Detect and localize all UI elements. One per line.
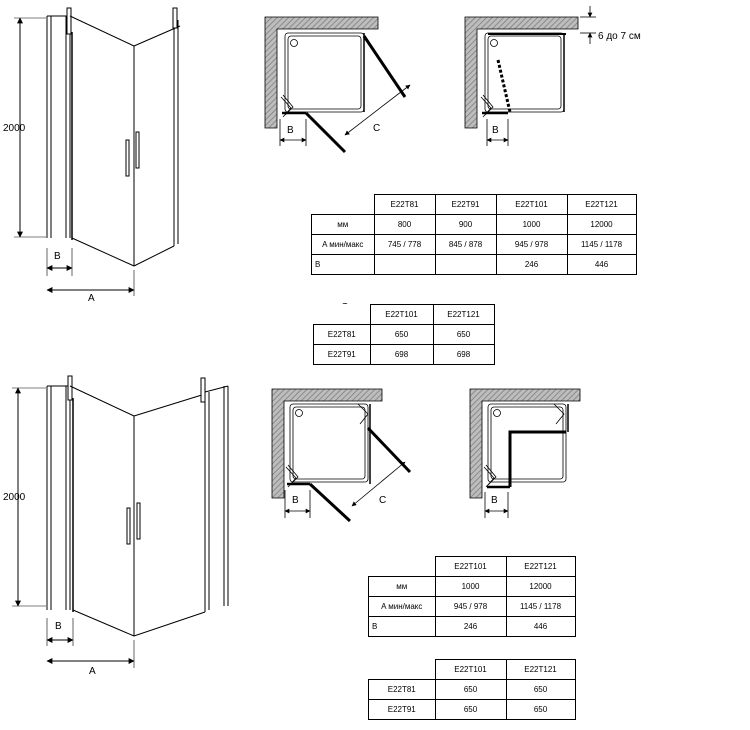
row-header: A мин/макс xyxy=(311,234,375,255)
table-row: мм 1000 12000 xyxy=(368,576,576,597)
row-header: B xyxy=(311,254,375,275)
plan-view-2 xyxy=(464,6,596,146)
c-table-2: E22T101 E22T121 E22T81 650 650 E22T91 65… xyxy=(368,659,576,720)
row-header: E22T81 xyxy=(368,679,436,700)
b-label-plan-4: B xyxy=(491,495,498,506)
elevation-view-bottom xyxy=(12,375,229,668)
b-label-plan-1: B xyxy=(287,125,294,136)
table-row: E22T81 650 650 xyxy=(368,679,576,700)
row-header: мм xyxy=(368,576,436,597)
col-header: E22T101 xyxy=(434,556,507,577)
b-label-elev-bottom: B xyxy=(55,621,62,632)
col-header: E22T121 xyxy=(505,659,576,680)
col-header: E22T121 xyxy=(505,556,576,577)
col-header: E22T101 xyxy=(495,194,568,215)
b-label-plan-3: B xyxy=(292,495,299,506)
height-label-bottom: 2000 xyxy=(3,492,26,503)
table-row: E22T91 698 698 xyxy=(313,344,495,365)
row-header: E22T91 xyxy=(368,699,436,720)
c-table-1: E22T101 E22T121 E22T81 650 650 E22T91 69… xyxy=(313,304,495,365)
col-header: E22T121 xyxy=(566,194,637,215)
height-label-top: 2000 xyxy=(3,123,26,134)
row-header: E22T81 xyxy=(313,324,371,345)
table-row: E22T91 650 650 xyxy=(368,699,576,720)
table-row: B 246 446 xyxy=(311,254,637,275)
row-header: A мин/макс xyxy=(368,596,436,617)
table-row: B 246 446 xyxy=(368,616,576,637)
row-header: E22T91 xyxy=(313,344,371,365)
plan-view-4 xyxy=(469,388,581,518)
spec-table-1: E22T81 E22T91 E22T101 E22T121 мм 800 900… xyxy=(311,194,637,275)
a-label-elev-top: A xyxy=(88,293,95,304)
plan-view-3 xyxy=(271,388,412,523)
plan-view-1 xyxy=(264,16,411,154)
col-header: E22T101 xyxy=(434,659,507,680)
b-label-plan-2: B xyxy=(492,125,499,136)
table-row: A мин/макс 745 / 778 845 / 878 945 / 978… xyxy=(311,234,637,255)
table-row: A мин/макс 945 / 978 1145 / 1178 xyxy=(368,596,576,617)
a-label-elev-bottom: A xyxy=(89,666,96,677)
gap-note: 6 до 7 см xyxy=(598,31,641,42)
elevation-view-top xyxy=(14,7,181,296)
table-row: мм 800 900 1000 12000 xyxy=(311,214,637,235)
c-label-plan-3: C xyxy=(379,495,386,506)
col-header: E22T91 xyxy=(434,194,497,215)
col-header: E22T121 xyxy=(432,304,495,325)
row-header: мм xyxy=(311,214,375,235)
b-label-elev-top: B xyxy=(54,251,61,262)
table-row: E22T81 650 650 xyxy=(313,324,495,345)
col-header: E22T101 xyxy=(369,304,434,325)
c-label-plan-1: C xyxy=(373,123,380,134)
col-header: E22T81 xyxy=(373,194,436,215)
spec-table-2: E22T101 E22T121 мм 1000 12000 A мин/макс… xyxy=(368,556,576,637)
row-header: B xyxy=(368,616,436,637)
